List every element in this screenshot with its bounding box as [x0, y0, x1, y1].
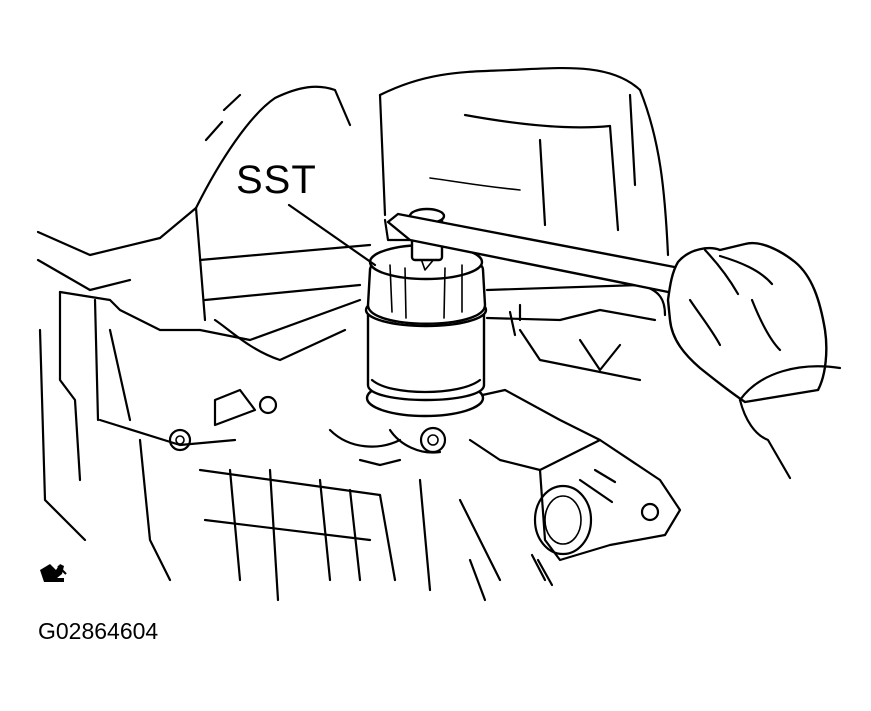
hand-pencil-icon	[40, 564, 67, 582]
hand	[666, 241, 842, 480]
sst-leader-line	[287, 203, 377, 267]
figure-code: G02864604	[38, 618, 159, 644]
engine-block	[36, 66, 682, 602]
sst-filter-wrench	[366, 207, 692, 325]
sst-callout-label: SST	[236, 158, 317, 202]
